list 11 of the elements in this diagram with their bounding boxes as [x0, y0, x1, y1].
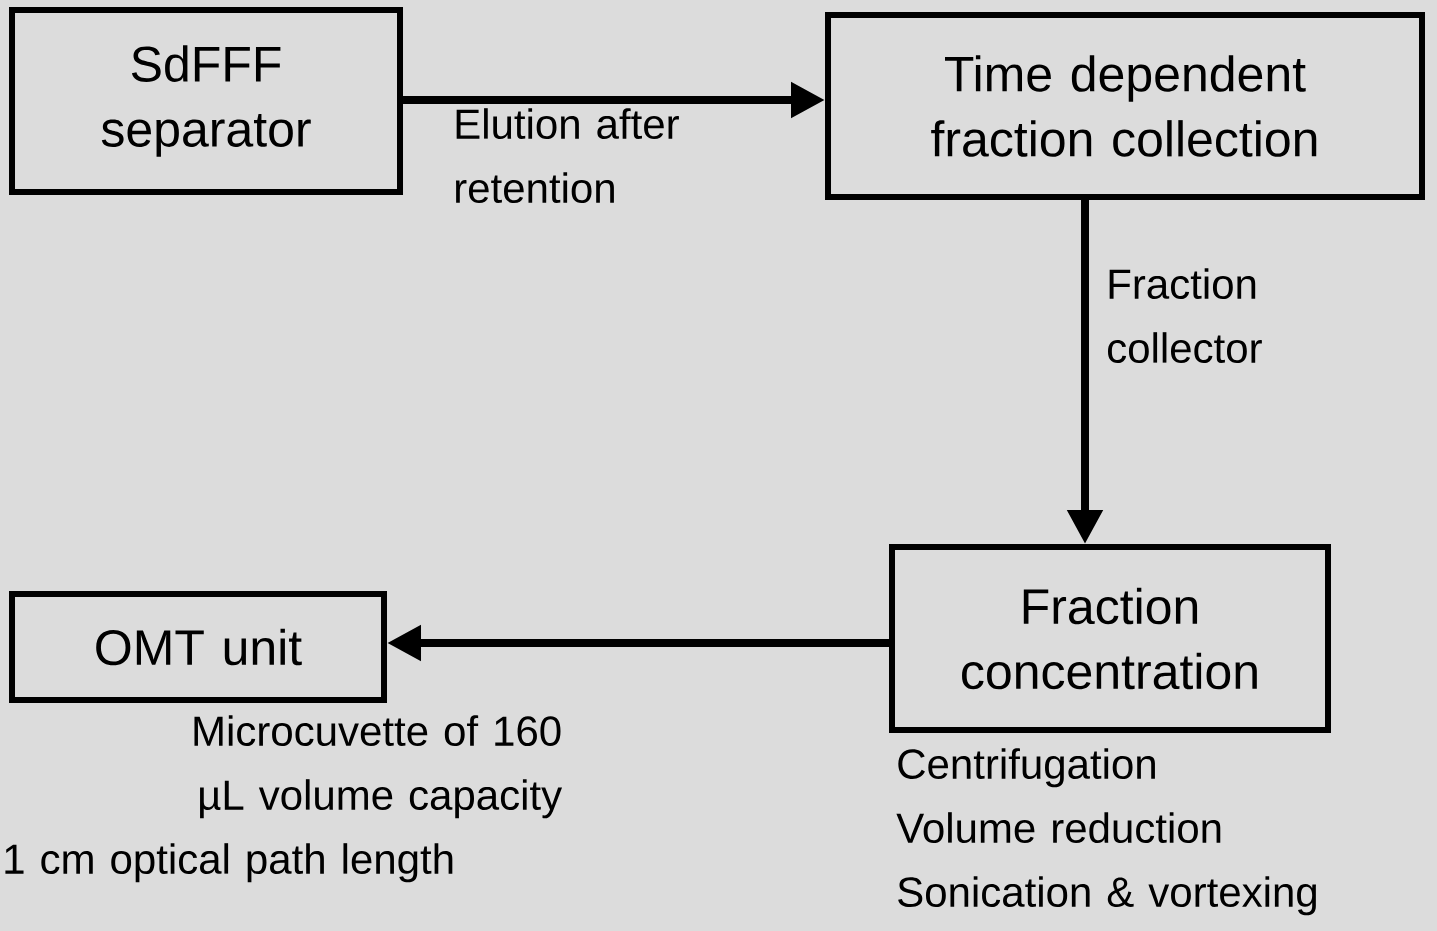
note-text: Sonication & vortexing: [898, 876, 1316, 916]
note-text: Centrifugation: [898, 748, 1155, 788]
note-text: Volume reduction: [896, 812, 1221, 844]
process-box: Fraction concentration: [889, 544, 1331, 733]
process-box: Time dependent fraction collection: [825, 12, 1425, 200]
edge-label: Elution after retention: [456, 108, 679, 204]
note-text: Microcuvette of 160 µL volume capacity: [194, 715, 563, 819]
edge-label: Fraction collector: [1108, 268, 1262, 364]
process-box: OMT unit: [9, 591, 387, 703]
note-text: 1 cm optical path length: [5, 843, 453, 883]
process-box: SdFFF separator: [9, 7, 403, 195]
